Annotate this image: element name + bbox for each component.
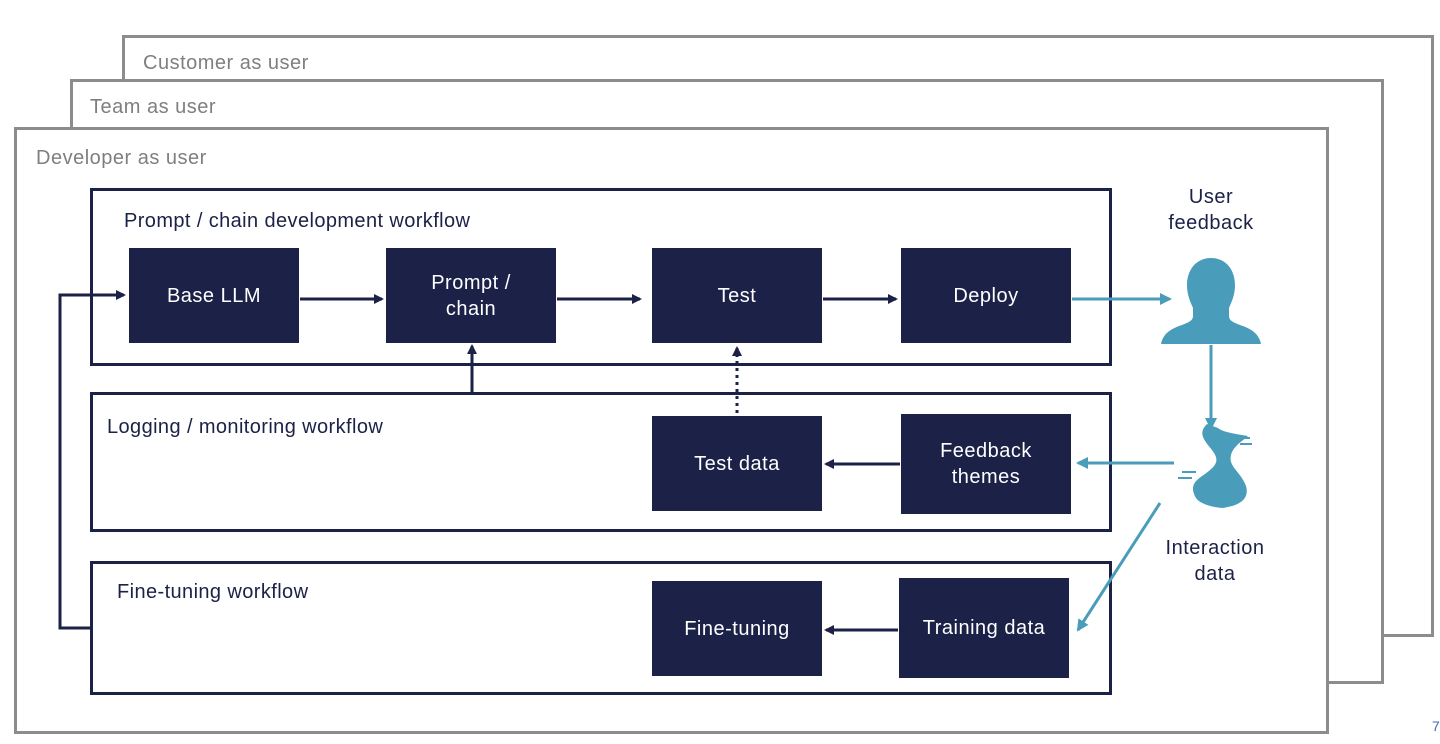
team-layer-label: Team as user — [90, 96, 217, 118]
fine-tuning-box: Fine-tuning — [652, 581, 822, 676]
fine-tuning-workflow-title: Fine-tuning workflow — [117, 581, 309, 603]
user-feedback-label: User feedback — [1168, 186, 1254, 234]
page-number: 7 — [1432, 718, 1440, 734]
user-silhouette-icon — [1161, 258, 1261, 344]
developer-layer-label: Developer as user — [36, 147, 207, 169]
arrow-stream-to-training — [1076, 502, 1162, 632]
arrow-finetuning-loop-to-base — [58, 290, 126, 630]
deploy-box: Deploy — [901, 248, 1071, 343]
customer-layer-label: Customer as user — [143, 52, 309, 74]
prompt-chain-box: Prompt / chain — [386, 248, 556, 343]
interaction-data-label: Interaction data — [1165, 537, 1265, 585]
data-stream-icon — [1178, 424, 1252, 508]
logging-workflow-title: Logging / monitoring workflow — [107, 416, 384, 438]
training-data-box: Training data — [899, 578, 1069, 678]
test-box: Test — [652, 248, 822, 343]
test-data-box: Test data — [652, 416, 822, 511]
feedback-themes-box: Feedback themes — [901, 414, 1071, 514]
base-llm-box: Base LLM — [129, 248, 299, 343]
prompt-chain-workflow-title: Prompt / chain development workflow — [124, 210, 471, 232]
